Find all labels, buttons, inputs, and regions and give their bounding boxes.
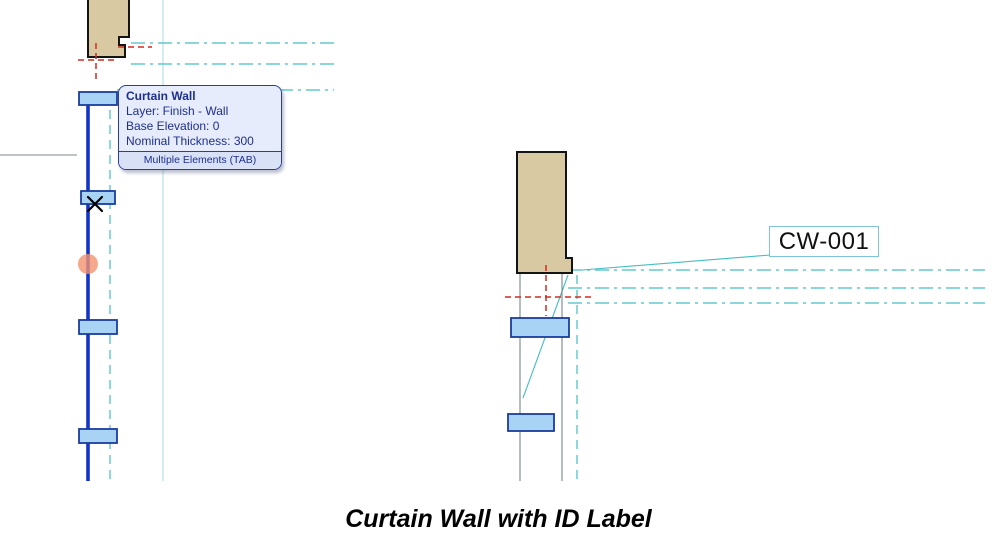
mullion[interactable]	[78, 428, 118, 444]
figure-caption: Curtain Wall with ID Label	[345, 505, 652, 533]
mullion[interactable]	[80, 190, 116, 205]
wall-section-right[interactable]	[516, 151, 573, 274]
cursor-icon	[86, 195, 104, 213]
tooltip-footer: Multiple Elements (TAB)	[119, 151, 281, 169]
selection-dot	[78, 254, 98, 274]
mullion[interactable]	[78, 319, 118, 335]
tooltip-line-elevation: Base Elevation: 0	[126, 119, 220, 133]
mullion[interactable]	[507, 413, 555, 432]
tooltip-line-thickness: Nominal Thickness: 300	[126, 134, 254, 148]
mullion[interactable]	[510, 317, 570, 338]
mullion[interactable]	[78, 91, 118, 106]
tooltip-line-layer: Layer: Finish - Wall	[126, 104, 229, 118]
wall-section-left[interactable]	[87, 0, 130, 58]
curtain-wall-id-label[interactable]: CW-001	[769, 226, 879, 257]
leader-line	[581, 254, 771, 271]
tooltip-title: Curtain Wall	[126, 89, 196, 103]
element-info-tooltip: Curtain Wall Layer: Finish - Wall Base E…	[118, 85, 282, 170]
